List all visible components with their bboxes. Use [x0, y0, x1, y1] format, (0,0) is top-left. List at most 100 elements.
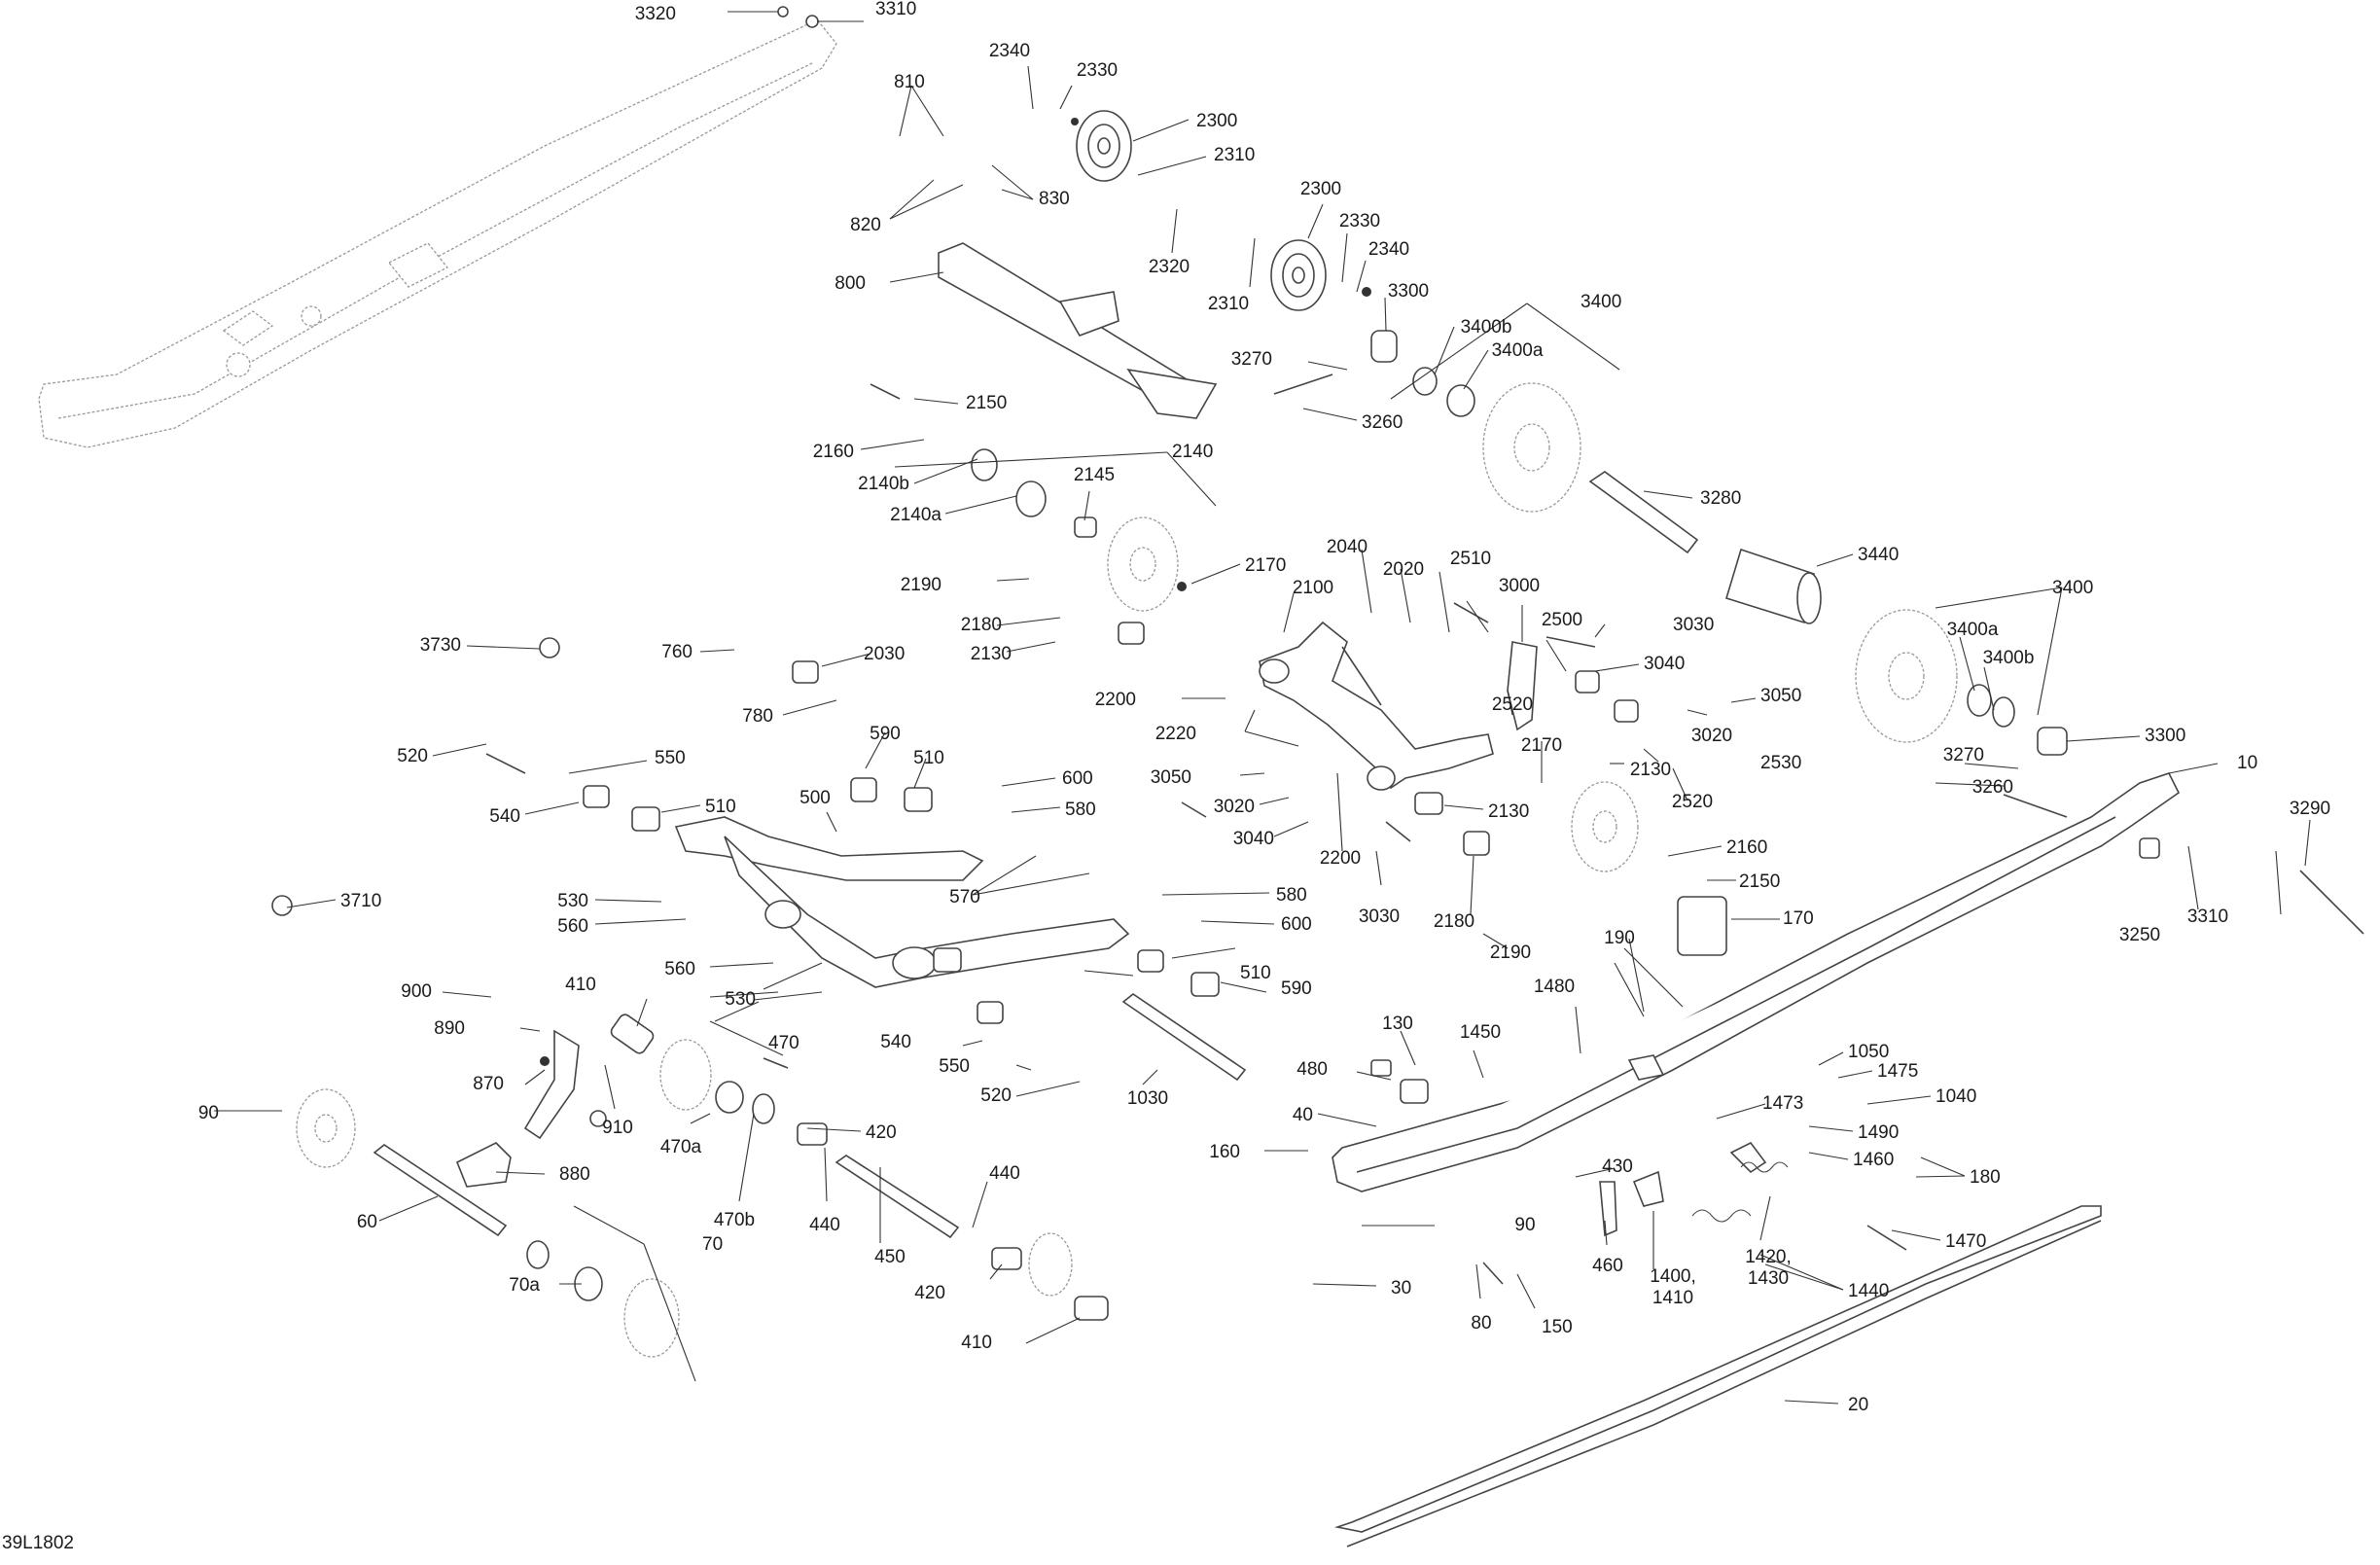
callout-label-c160: 160: [1209, 1142, 1240, 1162]
small-components: [271, 6, 2364, 1285]
callout-label-c2130c: 2130: [1488, 801, 1529, 822]
idler-wheel-2300-upper: [1076, 110, 1132, 182]
callout-label-c560a: 560: [557, 916, 588, 937]
callout-label-c2040: 2040: [1327, 537, 1368, 557]
callout-label-c570: 570: [949, 887, 980, 907]
callout-label-c3260b: 3260: [1972, 777, 2013, 798]
spacer-tube-3440: [1725, 548, 1822, 624]
callout-label-c590b: 590: [1281, 978, 1312, 999]
callout-label-c600a: 600: [1062, 768, 1093, 789]
callout-label-c1473: 1473: [1762, 1093, 1803, 1114]
callout-label-c780: 780: [742, 706, 773, 727]
callout-label-c1430: 1430: [1748, 1268, 1789, 1289]
diagram-code: 39L1802: [2, 1533, 74, 1553]
callout-label-c90b: 90: [1514, 1215, 1535, 1235]
callout-label-c3270b: 3270: [1943, 745, 1984, 765]
callout-label-c2130a: 2130: [971, 644, 1012, 664]
callout-label-c180: 180: [1970, 1167, 2001, 1188]
callout-label-c70a: 70a: [509, 1275, 540, 1296]
callout-label-c880: 880: [559, 1164, 590, 1185]
callout-label-c2310a: 2310: [1214, 145, 1255, 165]
idler-wheel-2140: [971, 448, 1179, 612]
slide-20: [1333, 1205, 2102, 1547]
callout-label-c2340a: 2340: [989, 41, 1030, 61]
callout-label-c1450: 1450: [1460, 1022, 1501, 1043]
callout-label-c3400a: 3400: [1581, 292, 1621, 312]
part-illustrations: [38, 6, 2364, 1547]
callout-label-c2180a: 2180: [961, 615, 1002, 635]
callout-label-c3280: 3280: [1700, 488, 1741, 509]
callout-label-c3040a: 3040: [1644, 654, 1685, 674]
callout-label-c20: 20: [1848, 1395, 1868, 1415]
callout-label-c150: 150: [1542, 1317, 1573, 1337]
callout-label-c2150a: 2150: [966, 393, 1007, 413]
callout-label-c910: 910: [602, 1118, 633, 1138]
callout-label-c3710: 3710: [340, 891, 381, 911]
callout-label-c40: 40: [1293, 1105, 1313, 1125]
callout-label-c2330b: 2330: [1339, 211, 1380, 231]
callout-label-c190: 190: [1604, 928, 1635, 948]
callout-label-c550a: 550: [655, 748, 686, 768]
idler-wheel-2300-lower: [1270, 239, 1327, 311]
reference-rail-faded: [38, 18, 837, 448]
callout-label-c3050a: 3050: [1760, 686, 1801, 706]
callout-label-c2340b: 2340: [1368, 239, 1409, 260]
callout-label-c2180b: 2180: [1434, 911, 1474, 932]
callout-label-c890: 890: [434, 1018, 465, 1039]
callout-label-c1410: 1410: [1652, 1288, 1693, 1308]
callout-label-c1475: 1475: [1877, 1061, 1918, 1082]
callout-label-c2160b: 2160: [1726, 837, 1767, 858]
callout-label-c2520a: 2520: [1492, 694, 1533, 715]
front-arm-500: [674, 816, 1130, 988]
callout-label-c2140a: 2140a: [890, 505, 941, 525]
callout-label-c2030: 2030: [864, 644, 905, 664]
callout-label-c560b: 560: [664, 959, 695, 979]
leader-lines: [214, 11, 2311, 1405]
callout-label-c3730: 3730: [420, 635, 461, 656]
callout-label-c3310a: 3310: [875, 0, 916, 19]
callout-label-c470b: 470b: [714, 1210, 755, 1230]
callout-label-c2300b: 2300: [1300, 179, 1341, 199]
callout-label-c3400b_a: 3400b: [1461, 317, 1512, 338]
callout-label-c480: 480: [1297, 1059, 1328, 1080]
callout-label-c450: 450: [874, 1247, 906, 1267]
callout-label-c510a: 510: [913, 748, 944, 768]
main-rail-10: [1332, 772, 2181, 1192]
callout-label-c2310b: 2310: [1208, 294, 1249, 314]
callout-label-c3400a_b: 3400a: [1947, 620, 1999, 640]
callout-label-c760: 760: [661, 642, 693, 662]
callout-label-c2130b: 2130: [1630, 760, 1671, 780]
callout-label-c90a: 90: [198, 1103, 219, 1123]
callout-label-c3250: 3250: [2119, 925, 2160, 945]
callout-label-c870: 870: [473, 1074, 504, 1094]
callout-label-c830: 830: [1039, 189, 1070, 209]
callout-label-c2200a: 2200: [1095, 690, 1136, 710]
callout-label-c2170b: 2170: [1521, 735, 1562, 756]
callout-label-c2140b: 2140b: [858, 474, 909, 494]
callout-label-c2530: 2530: [1760, 753, 1801, 773]
callout-label-c3400b_b: 3400b: [1983, 648, 2035, 668]
rear-wheel-3400-upper: [1370, 330, 1581, 513]
callout-label-c130: 130: [1382, 1014, 1413, 1034]
callout-label-c540a: 540: [489, 806, 520, 827]
callout-label-c2300a: 2300: [1196, 111, 1237, 131]
shaft-1030: [1121, 993, 1247, 1082]
callout-label-c2510: 2510: [1450, 549, 1491, 569]
callout-label-c3030a: 3030: [1673, 615, 1714, 635]
callout-label-c3020b: 3020: [1214, 797, 1255, 817]
rear-wheel-3400-lower: [1855, 609, 2068, 756]
callout-label-c1480: 1480: [1534, 977, 1575, 997]
callout-label-c3050b: 3050: [1151, 767, 1191, 788]
callout-label-c170: 170: [1783, 908, 1814, 929]
front-wheel-470: [610, 1014, 775, 1124]
callout-label-c550b: 550: [939, 1056, 970, 1077]
callout-label-c1030: 1030: [1127, 1088, 1168, 1109]
callout-label-c2500: 2500: [1542, 610, 1582, 630]
callout-label-c2320: 2320: [1149, 257, 1190, 277]
callout-label-c580b: 580: [1276, 885, 1307, 906]
callout-label-c1050: 1050: [1848, 1042, 1889, 1062]
callout-label-c1460: 1460: [1853, 1150, 1894, 1170]
callout-label-c600b: 600: [1281, 914, 1312, 935]
